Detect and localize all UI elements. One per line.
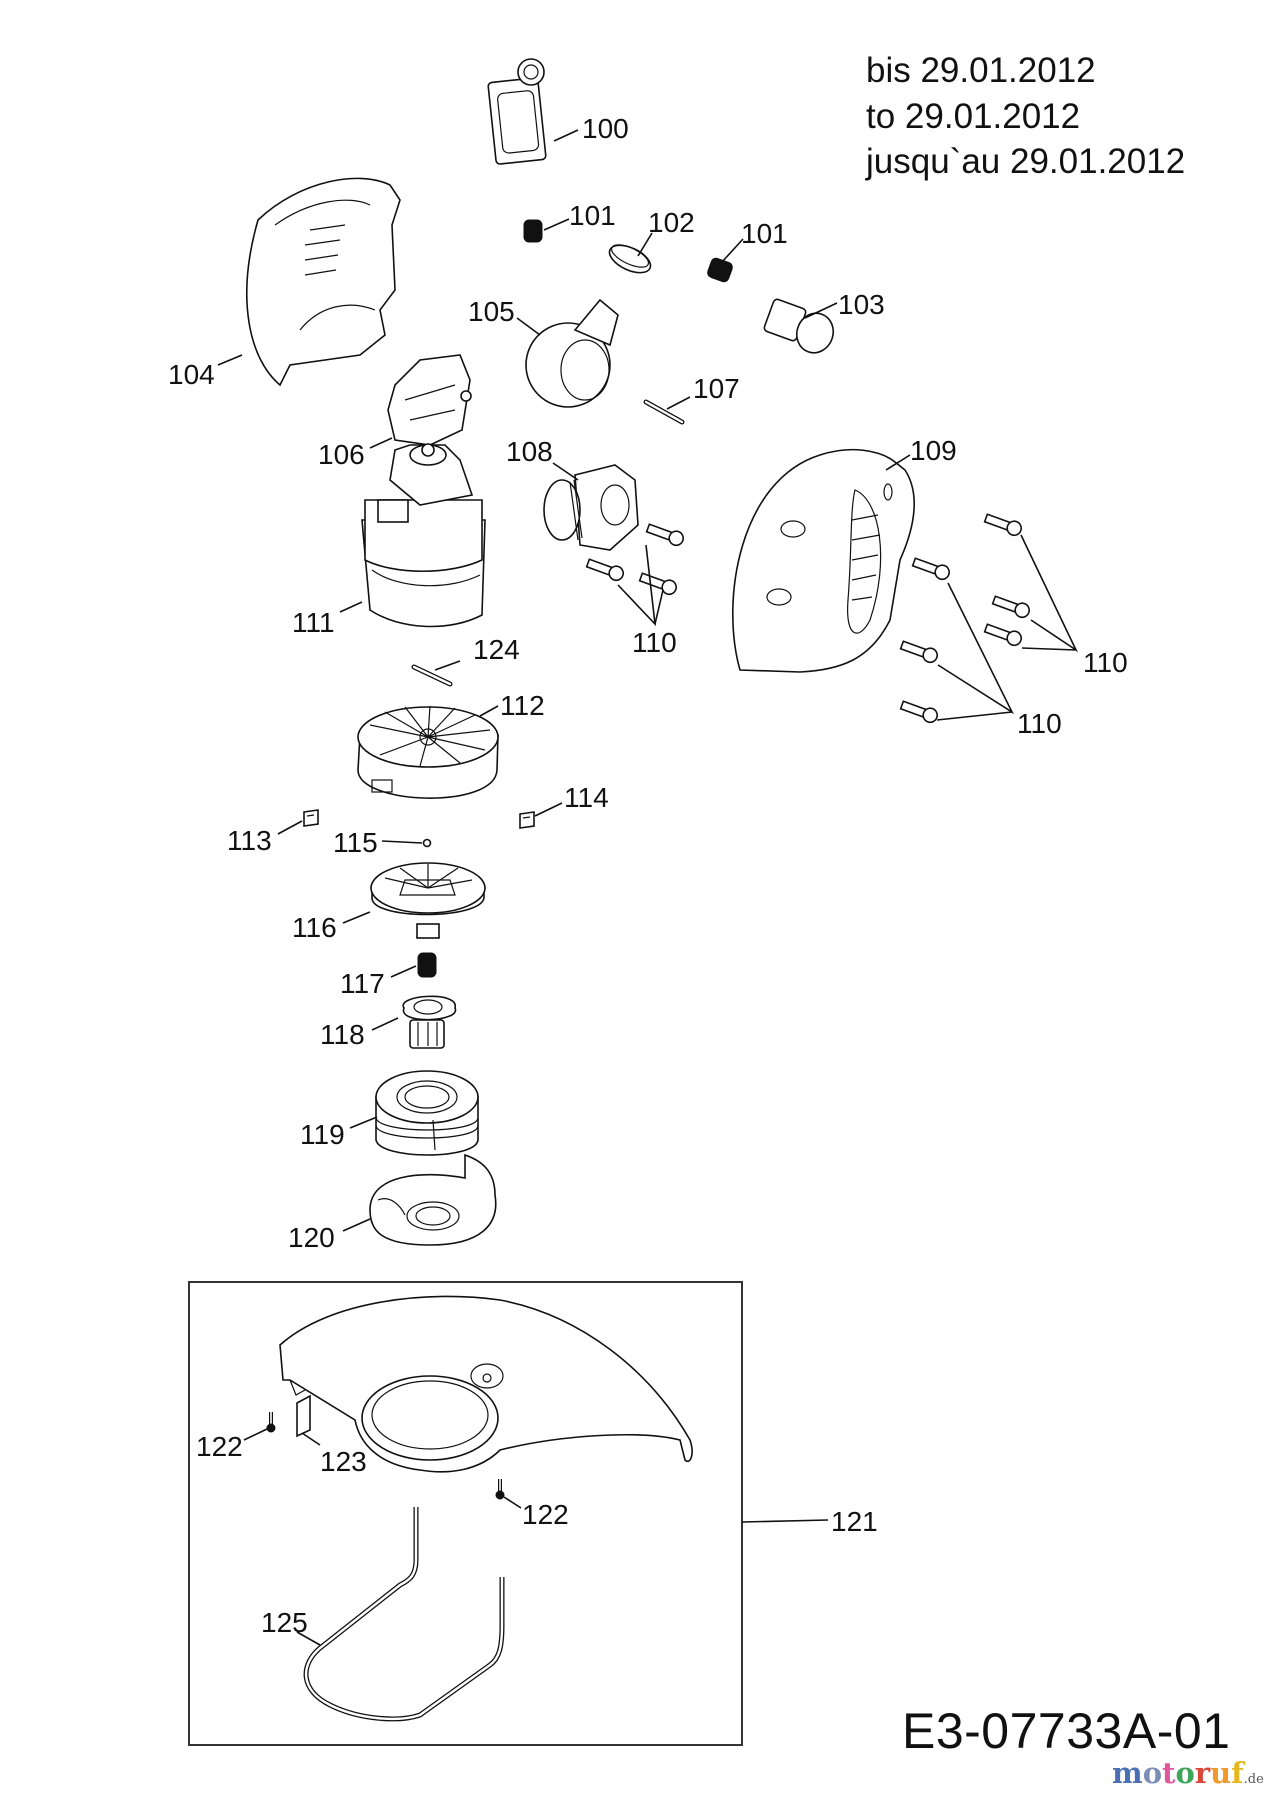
- part-113-clip[interactable]: [277, 809, 319, 835]
- logo-letter: t: [1162, 1756, 1176, 1790]
- drawing-code: E3-07733A-01: [902, 1703, 1231, 1759]
- part-label-101-left: 101: [569, 200, 616, 231]
- part-102-disc[interactable]: [605, 232, 654, 278]
- part-label-120: 120: [288, 1222, 335, 1253]
- part-103-button[interactable]: [763, 298, 839, 358]
- part-111-motor[interactable]: [339, 443, 486, 628]
- part-label-104: 104: [168, 359, 215, 390]
- part-120-spool-cover[interactable]: [342, 1153, 497, 1246]
- part-label-110-left: 110: [632, 627, 677, 658]
- part-label-116: 116: [292, 912, 337, 943]
- validity-notice: bis 29.01.2012 to 29.01.2012 jusqu`au 29…: [866, 48, 1185, 185]
- part-label-122-left: 122: [196, 1431, 243, 1462]
- part-label-105: 105: [468, 296, 515, 327]
- part-117-spring[interactable]: [390, 952, 437, 978]
- part-label-119: 119: [300, 1119, 345, 1150]
- part-label-123: 123: [320, 1446, 367, 1477]
- part-116-holder[interactable]: [342, 862, 486, 939]
- part-124-pin[interactable]: [411, 660, 461, 687]
- motoruf-logo[interactable]: motoruf.de: [1112, 1757, 1264, 1796]
- part-label-110-right-upper: 110: [1083, 647, 1128, 678]
- logo-letter: m: [1112, 1756, 1143, 1790]
- part-109-housing-front[interactable]: [731, 448, 915, 673]
- part-110-screws-right-upper[interactable]: [983, 511, 1078, 653]
- part-label-110-right-lower: 110: [1017, 708, 1062, 739]
- part-label-122-right: 122: [522, 1499, 569, 1530]
- logo-letter: r: [1194, 1756, 1211, 1790]
- logo-letter: f: [1231, 1756, 1244, 1790]
- part-125-wire-bracket[interactable]: [296, 1507, 505, 1722]
- part-112-fan[interactable]: [357, 705, 499, 799]
- part-121-grass-guard[interactable]: [279, 1295, 693, 1473]
- part-100-switch-housing[interactable]: [487, 58, 579, 165]
- validity-line-en: to 29.01.2012: [866, 96, 1081, 136]
- logo-letter: o: [1175, 1756, 1195, 1790]
- part-label-118: 118: [320, 1019, 365, 1050]
- part-101-spring-right[interactable]: [706, 238, 744, 283]
- part-label-121[interactable]: 121: [831, 1506, 878, 1537]
- part-107-pin[interactable]: [643, 396, 691, 425]
- logo-letter: u: [1210, 1756, 1232, 1790]
- part-label-109: 109: [910, 435, 957, 466]
- part-label-101-right: 101: [741, 218, 788, 249]
- part-label-111: 111: [292, 607, 335, 638]
- part-121-leader: [741, 1519, 829, 1523]
- part-label-124: 124: [473, 634, 520, 665]
- part-label-106: 106: [318, 439, 365, 470]
- part-114-clip[interactable]: [519, 802, 563, 829]
- part-118-bump-knob[interactable]: [371, 995, 456, 1049]
- part-label-102: 102: [648, 207, 695, 238]
- part-label-100: 100: [582, 113, 629, 144]
- part-101-spring-left[interactable]: [523, 218, 570, 243]
- part-119-spool[interactable]: [349, 1070, 479, 1156]
- part-label-107: 107: [693, 373, 740, 404]
- part-label-112: 112: [500, 690, 545, 721]
- part-label-103: 103: [838, 289, 885, 320]
- part-110-screws-right-lower[interactable]: [899, 555, 1014, 724]
- part-115-ball[interactable]: [381, 838, 432, 848]
- validity-line-fr: jusqu`au 29.01.2012: [866, 142, 1186, 181]
- part-122-screw-right[interactable]: [495, 1479, 522, 1509]
- part-label-113: 113: [227, 825, 272, 856]
- part-121-assembly-frame: [188, 1281, 743, 1746]
- part-110-screws-left[interactable]: [585, 521, 686, 627]
- part-label-115: 115: [333, 827, 378, 858]
- part-104-housing-half[interactable]: [217, 177, 401, 387]
- part-108-coupling[interactable]: [543, 462, 639, 551]
- part-label-108: 108: [506, 436, 553, 467]
- logo-letter: o: [1142, 1756, 1163, 1790]
- part-label-125: 125: [261, 1607, 308, 1638]
- part-105-collar[interactable]: [516, 298, 619, 408]
- part-label-117: 117: [340, 968, 385, 999]
- part-label-114: 114: [564, 782, 609, 813]
- part-122-screw-left[interactable]: [243, 1412, 276, 1441]
- part-123-label-sticker[interactable]: [296, 1394, 321, 1446]
- logo-tld: .de: [1243, 1772, 1264, 1787]
- validity-line-de: bis 29.01.2012: [866, 51, 1096, 90]
- part-106-bracket[interactable]: [369, 354, 472, 449]
